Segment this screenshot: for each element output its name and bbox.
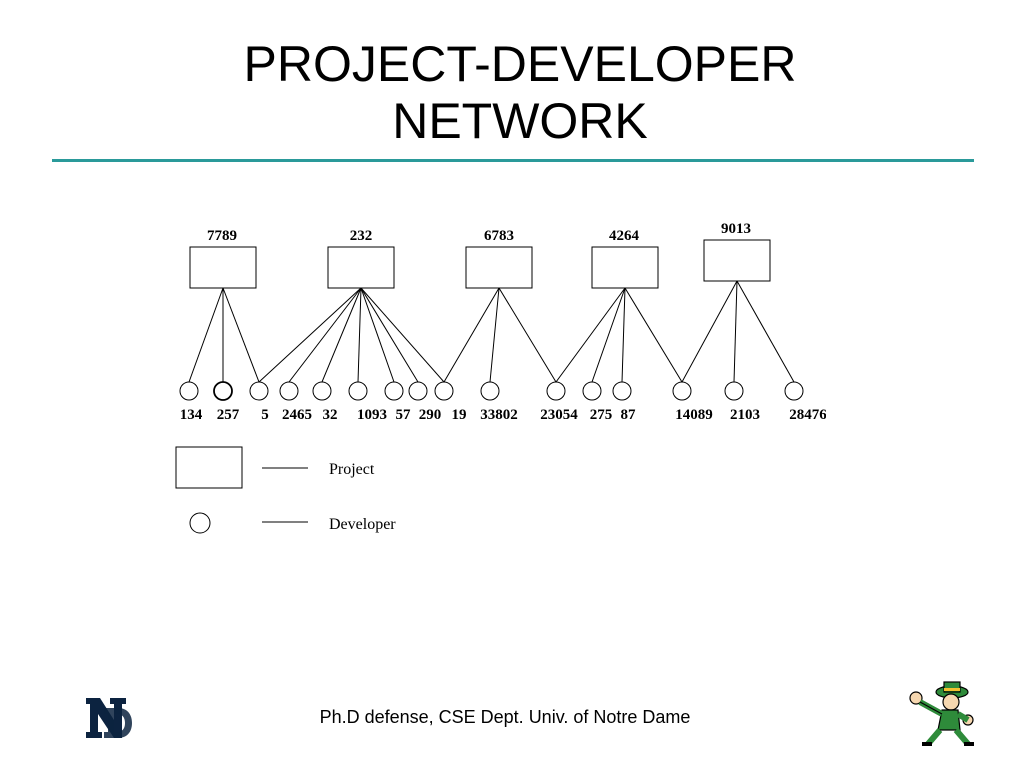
developer-label-28476: 28476	[789, 407, 827, 423]
notre-dame-logo	[86, 698, 132, 738]
edge-6783-23054	[498, 287, 557, 383]
project-label-232: 232	[350, 228, 373, 244]
developer-label-1093: 1093	[357, 407, 387, 423]
developer-node-1093	[348, 381, 368, 401]
project-label-7789: 7789	[207, 228, 237, 244]
project-node-6783	[465, 246, 533, 289]
edge-9013-14089	[681, 280, 738, 383]
developer-node-33802	[480, 381, 500, 401]
edge-232-5	[258, 287, 362, 383]
developer-node-28476	[784, 381, 804, 401]
title-line-2: NETWORK	[392, 93, 648, 149]
slide-title: PROJECT-DEVELOPER NETWORK	[0, 36, 1024, 150]
edge-232-2465	[288, 287, 362, 383]
developer-label-19: 19	[452, 407, 467, 423]
developer-node-19	[434, 381, 454, 401]
edge-232-1093	[357, 287, 362, 383]
developer-label-290: 290	[419, 407, 442, 423]
developer-node-257	[213, 381, 233, 401]
project-label-4264: 4264	[609, 228, 640, 244]
edge-232-290	[360, 287, 419, 383]
edge-4264-87	[621, 287, 626, 383]
developer-node-57	[384, 381, 404, 401]
edge-9013-28476	[736, 280, 795, 383]
edge-6783-33802	[489, 287, 500, 383]
developer-label-5: 5	[261, 407, 269, 423]
edge-9013-2103	[733, 280, 738, 383]
edge-232-19	[360, 287, 445, 383]
project-node-4264	[591, 246, 659, 289]
developer-label-14089: 14089	[675, 407, 713, 423]
leprechaun-mascot	[909, 681, 974, 746]
developer-node-14089	[672, 381, 692, 401]
edge-4264-275	[591, 287, 626, 383]
developer-node-134	[179, 381, 199, 401]
developer-node-290	[408, 381, 428, 401]
developer-label-2103: 2103	[730, 407, 760, 423]
project-label-9013: 9013	[721, 221, 751, 237]
title-line-1: PROJECT-DEVELOPER	[243, 36, 797, 92]
edge-4264-23054	[555, 287, 626, 383]
project-node-7789	[189, 246, 257, 289]
developer-label-275: 275	[590, 407, 613, 423]
developer-label-2465: 2465	[282, 407, 312, 423]
slide-footer: Ph.D defense, CSE Dept. Univ. of Notre D…	[319, 707, 691, 727]
legend-developer-circle	[189, 512, 211, 534]
developer-node-2465	[279, 381, 299, 401]
edge-232-32	[321, 287, 362, 383]
developer-node-275	[582, 381, 602, 401]
developer-label-23054: 23054	[540, 407, 578, 423]
developer-node-87	[612, 381, 632, 401]
developer-label-57: 57	[396, 407, 412, 423]
developer-label-32: 32	[323, 407, 338, 423]
developer-node-2103	[724, 381, 744, 401]
developer-node-32	[312, 381, 332, 401]
edge-232-57	[360, 287, 395, 383]
legend: Project Developer	[175, 446, 396, 534]
edge-4264-14089	[624, 287, 683, 383]
legend-developer-label: Developer	[329, 516, 396, 533]
edge-7789-134	[188, 287, 224, 383]
edge-6783-19	[443, 287, 500, 383]
developer-node-23054	[546, 381, 566, 401]
developer-label-134: 134	[180, 407, 203, 423]
project-label-6783: 6783	[484, 228, 514, 244]
project-node-9013	[703, 239, 771, 282]
edge-7789-5	[222, 287, 260, 383]
developer-label-33802: 33802	[480, 407, 518, 423]
developer-node-5	[249, 381, 269, 401]
project-node-232	[327, 246, 395, 289]
developer-label-257: 257	[217, 407, 240, 423]
developer-label-87: 87	[621, 407, 637, 423]
legend-project-label: Project	[329, 461, 375, 478]
legend-project-box	[175, 446, 243, 489]
title-divider	[52, 159, 974, 162]
network-graph: 7789 232 6783 4264 9013 134 257 5 2465 32 1093 57 29…	[179, 221, 827, 423]
